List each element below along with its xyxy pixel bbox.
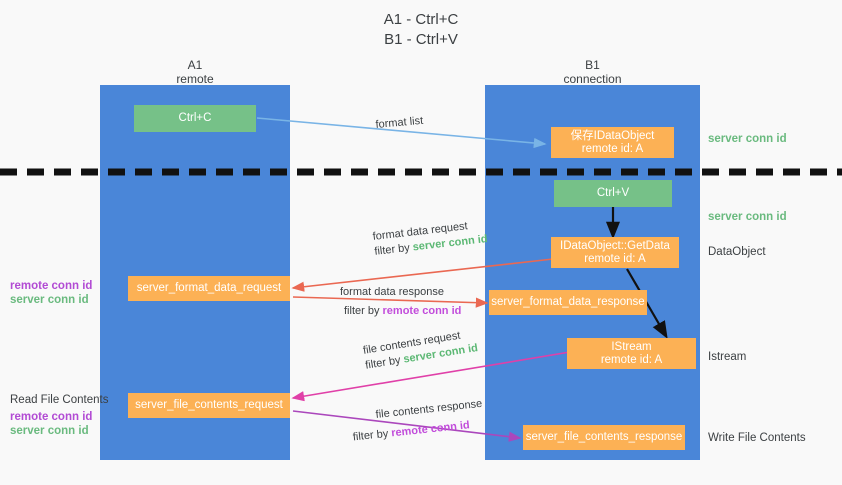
node-istream[interactable]: IStream remote id: A	[567, 338, 696, 369]
label-istream: Istream	[708, 351, 747, 363]
left-meta-conn-ids-top: remote conn id server conn id	[10, 279, 92, 307]
edge-label-file-contents-response: file contents response filter by remote …	[352, 397, 485, 444]
edge-label-file-contents-request: file contents request filter by server c…	[362, 326, 479, 373]
node-server-file-contents-response[interactable]: server_file_contents_response	[523, 425, 685, 450]
label-remote-conn-id-top: remote conn id	[10, 280, 93, 292]
column-header-b1: B1 connection	[563, 58, 622, 86]
label-remote-conn-id-bottom: remote conn id	[10, 411, 93, 423]
node-server-format-data-request[interactable]: server_format_data_request	[128, 276, 290, 301]
label-server-conn-id-top: server conn id	[708, 133, 787, 145]
node-ctrl-c[interactable]: Ctrl+C	[134, 105, 256, 132]
node-getdata[interactable]: IDataObject::GetData remote id: A	[551, 237, 679, 268]
edge-label-format-list: format list	[375, 114, 424, 131]
page-title: A1 - Ctrl+C B1 - Ctrl+V	[383, 11, 459, 48]
node-server-format-data-response[interactable]: server_format_data_response	[489, 290, 647, 315]
edge-filter-file-contents-response: filter by remote conn id	[352, 419, 471, 444]
node-ctrl-v[interactable]: Ctrl+V	[554, 180, 672, 207]
edge-text-format-data-response: format data response	[340, 286, 444, 298]
label-server-conn-id-left-top: server conn id	[10, 294, 89, 306]
label-read-file-contents: Read File Contents	[10, 394, 109, 406]
left-meta-conn-ids-bottom: remote conn id server conn id	[10, 410, 92, 438]
label-server-conn-id-mid: server conn id	[708, 211, 787, 223]
column-header-a1: A1 remote	[176, 58, 214, 86]
label-dataobject: DataObject	[708, 246, 766, 258]
edge-label-format-data-response: format data response filter by remote co…	[340, 285, 461, 319]
edge-filter-format-data-response: filter by remote conn id	[344, 305, 462, 317]
node-server-file-contents-request[interactable]: server_file_contents_request	[128, 393, 290, 418]
node-save-idataobject[interactable]: 保存IDataObject remote id: A	[551, 127, 674, 158]
edge-label-format-data-request: format data request filter by server con…	[372, 217, 488, 260]
label-write-file-contents: Write File Contents	[708, 432, 806, 444]
label-server-conn-id-left-bottom: server conn id	[10, 425, 89, 437]
